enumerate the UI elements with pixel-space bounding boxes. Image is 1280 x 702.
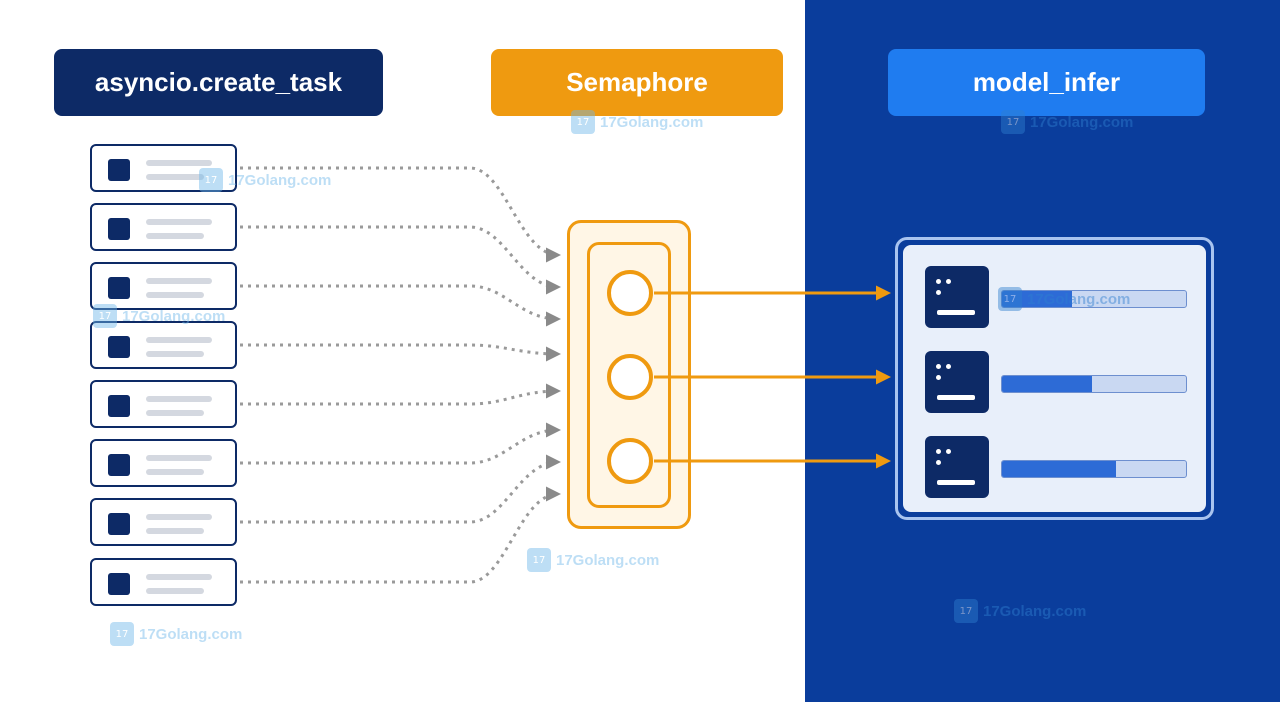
task-icon	[108, 513, 130, 535]
worker-icon	[925, 266, 989, 328]
watermark-logo-icon: 17	[93, 304, 117, 328]
worker-dot	[936, 279, 941, 284]
task-icon	[108, 277, 130, 299]
model-infer-header: model_infer	[888, 49, 1205, 116]
worker-dot	[936, 460, 941, 465]
task-to-semaphore-arrow	[240, 454, 561, 524]
watermark-text: 17Golang.com	[1030, 113, 1134, 131]
watermark-logo-icon: 17	[1001, 110, 1025, 134]
worker-progress-bar	[1001, 460, 1187, 478]
model-infer-header-label: model_infer	[972, 67, 1121, 97]
worker-dot	[946, 449, 951, 454]
watermark-text: 17Golang.com	[983, 602, 1087, 620]
semaphore-slot	[607, 270, 653, 316]
semaphore-header: Semaphore	[491, 49, 783, 116]
watermark-logo-icon: 17	[527, 548, 551, 572]
create-task-header-label: asyncio.create_task	[94, 67, 343, 97]
task-line	[146, 396, 212, 402]
task-line	[146, 337, 212, 343]
watermark-text: 17Golang.com	[1027, 290, 1131, 308]
worker-bar	[937, 480, 975, 485]
create-task-header: asyncio.create_task	[54, 49, 383, 116]
task-to-semaphore-arrow	[240, 422, 561, 465]
task-line	[146, 469, 204, 475]
watermark-logo-icon: 17	[571, 110, 595, 134]
worker-bar	[937, 310, 975, 315]
worker-progress-bar	[1001, 375, 1187, 393]
watermark-logo-icon: 17	[110, 622, 134, 646]
task-line	[146, 588, 204, 594]
task-line	[146, 514, 212, 520]
task-line	[146, 410, 204, 416]
task-icon	[108, 336, 130, 358]
task-icon	[108, 573, 130, 595]
task-icon	[108, 454, 130, 476]
task-card	[90, 558, 237, 606]
task-line	[146, 351, 204, 357]
worker-progress-fill	[1002, 461, 1117, 477]
semaphore-header-label: Semaphore	[566, 67, 708, 97]
task-card	[90, 262, 237, 310]
task-line	[146, 278, 212, 284]
task-icon	[108, 395, 130, 417]
worker-progress-fill	[1002, 291, 1072, 307]
task-icon	[108, 159, 130, 181]
watermark-text: 17Golang.com	[556, 551, 660, 569]
watermark: 17 17Golang.com	[93, 304, 225, 328]
watermark: 17 17Golang.com	[110, 622, 242, 646]
watermark: 17 17Golang.com	[199, 168, 331, 192]
watermark-text: 17Golang.com	[139, 625, 243, 643]
watermark: 17 17Golang.com	[527, 548, 659, 572]
task-card	[90, 144, 237, 192]
task-line	[146, 574, 212, 580]
watermark-logo-icon: 17	[954, 599, 978, 623]
task-to-semaphore-arrow	[240, 225, 561, 295]
task-icon	[108, 218, 130, 240]
worker-bar	[937, 395, 975, 400]
semaphore-slot	[607, 438, 653, 484]
worker-progress-bar	[1001, 290, 1187, 308]
semaphore-slot	[607, 354, 653, 400]
task-line	[146, 160, 212, 166]
watermark-logo-icon: 17	[998, 287, 1022, 311]
worker-icon	[925, 436, 989, 498]
task-card	[90, 203, 237, 251]
task-to-semaphore-arrow	[240, 166, 561, 263]
worker-dot	[946, 279, 951, 284]
task-line	[146, 292, 204, 298]
task-line	[146, 528, 204, 534]
worker-icon	[925, 351, 989, 413]
watermark: 17 17Golang.com	[1001, 110, 1133, 134]
worker-dot	[936, 449, 941, 454]
task-to-semaphore-arrow	[240, 383, 561, 406]
watermark-text: 17Golang.com	[600, 113, 704, 131]
semaphore-inner-box	[587, 242, 671, 508]
watermark-text: 17Golang.com	[228, 171, 332, 189]
watermark: 17 17Golang.com	[954, 599, 1086, 623]
task-line	[146, 455, 212, 461]
task-card	[90, 439, 237, 487]
task-card	[90, 321, 237, 369]
watermark-text: 17Golang.com	[122, 307, 226, 325]
watermark: 17 17Golang.com	[998, 287, 1130, 311]
task-to-semaphore-arrow	[240, 284, 561, 327]
worker-dot	[936, 375, 941, 380]
task-line	[146, 219, 212, 225]
worker-dot	[936, 364, 941, 369]
watermark-logo-icon: 17	[199, 168, 223, 192]
task-line	[146, 174, 204, 180]
task-to-semaphore-arrow	[240, 343, 561, 362]
worker-dot	[946, 364, 951, 369]
task-line	[146, 233, 204, 239]
worker-progress-fill	[1002, 376, 1093, 392]
task-card	[90, 498, 237, 546]
task-card	[90, 380, 237, 428]
task-to-semaphore-arrow	[240, 486, 561, 584]
watermark: 17 17Golang.com	[571, 110, 703, 134]
worker-dot	[936, 290, 941, 295]
